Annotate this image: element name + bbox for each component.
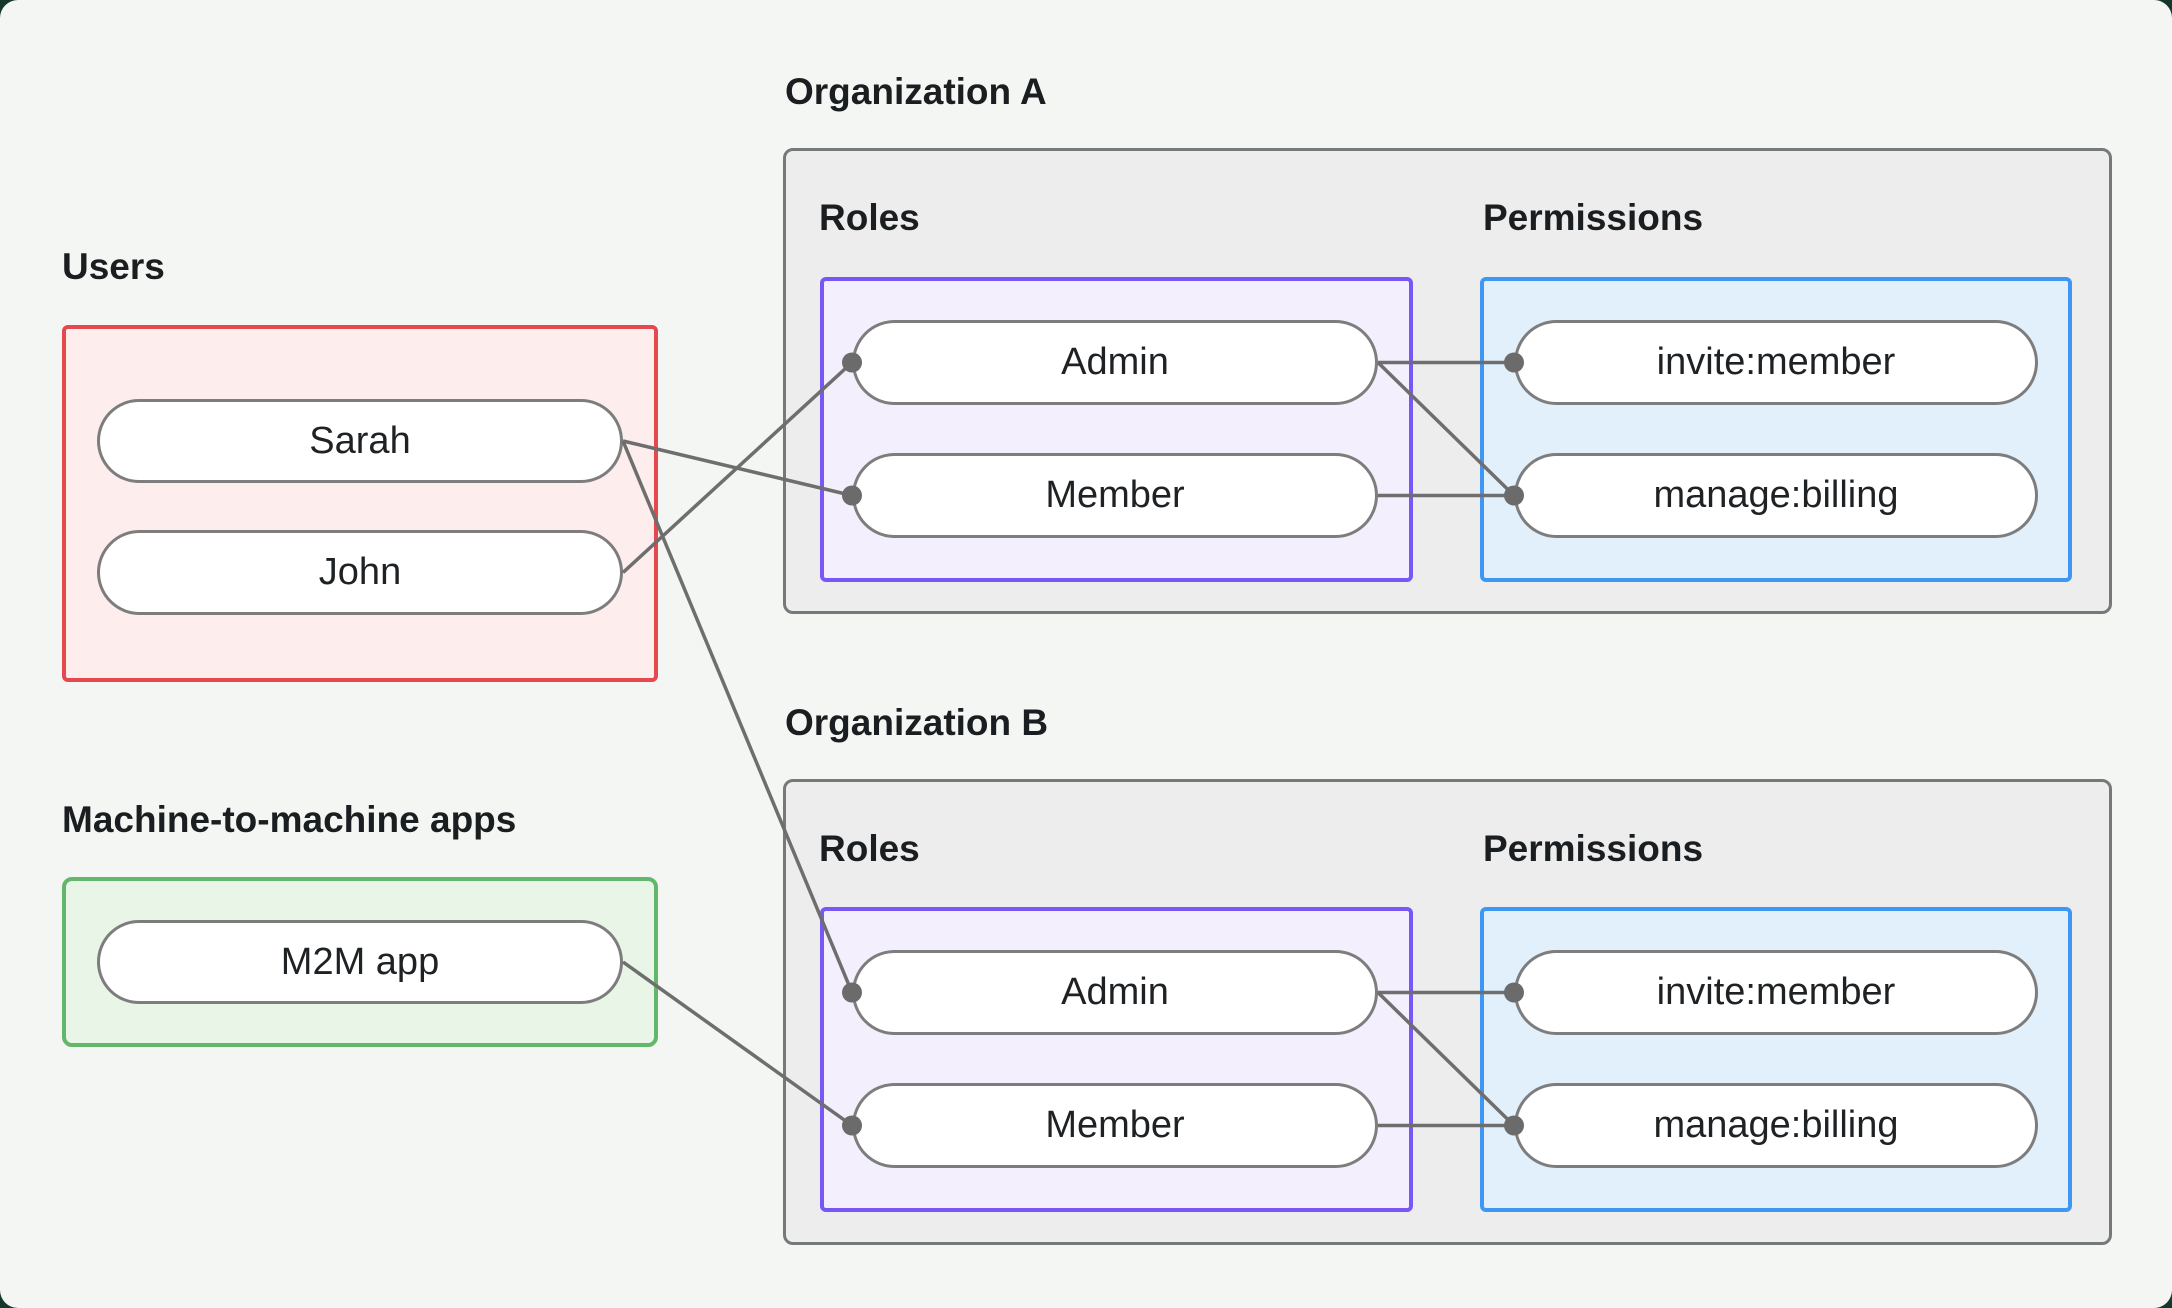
org-a-permission-manage-billing: manage:billing [1514, 453, 2038, 538]
user-node-john: John [97, 530, 623, 615]
org-a-role-admin: Admin [852, 320, 1378, 405]
m2m-node-app-label: M2M app [280, 940, 440, 983]
user-node-sarah-label: Sarah [309, 419, 411, 462]
org-a-roles-label: Roles [819, 197, 920, 238]
m2m-group-label: Machine-to-machine apps [62, 799, 517, 840]
org-b-role-admin: Admin [852, 950, 1378, 1035]
org-a-permission-manage-billing-label: manage:billing [1653, 474, 1899, 516]
org-b-permission-manage-billing: manage:billing [1514, 1083, 2038, 1168]
org-a-permission-invite-member: invite:member [1514, 320, 2038, 405]
org-a-role-member: Member [852, 453, 1378, 538]
org-b-roles-label: Roles [819, 828, 920, 869]
org-a-permissions-label: Permissions [1483, 197, 1704, 238]
user-node-sarah: Sarah [97, 399, 623, 483]
org-b-permission-invite-member-label: invite:member [1656, 971, 1896, 1013]
org-a-role-admin-label: Admin [1061, 341, 1169, 383]
m2m-node-app: M2M app [97, 920, 623, 1004]
org-b-role-member: Member [852, 1083, 1378, 1168]
org-a-title: Organization A [785, 71, 1047, 112]
users-group-label: Users [62, 246, 165, 287]
org-b-permission-manage-billing-label: manage:billing [1653, 1104, 1899, 1146]
org-b-role-admin-label: Admin [1061, 971, 1169, 1013]
org-b-permissions-label: Permissions [1483, 828, 1704, 869]
org-b-permission-invite-member: invite:member [1514, 950, 2038, 1035]
users-group-box [62, 325, 658, 682]
org-b-role-member-label: Member [1045, 1104, 1185, 1146]
org-b-title: Organization B [785, 702, 1049, 743]
org-a-role-member-label: Member [1045, 474, 1185, 516]
org-a-permission-invite-member-label: invite:member [1656, 341, 1896, 383]
user-node-john-label: John [318, 551, 402, 593]
